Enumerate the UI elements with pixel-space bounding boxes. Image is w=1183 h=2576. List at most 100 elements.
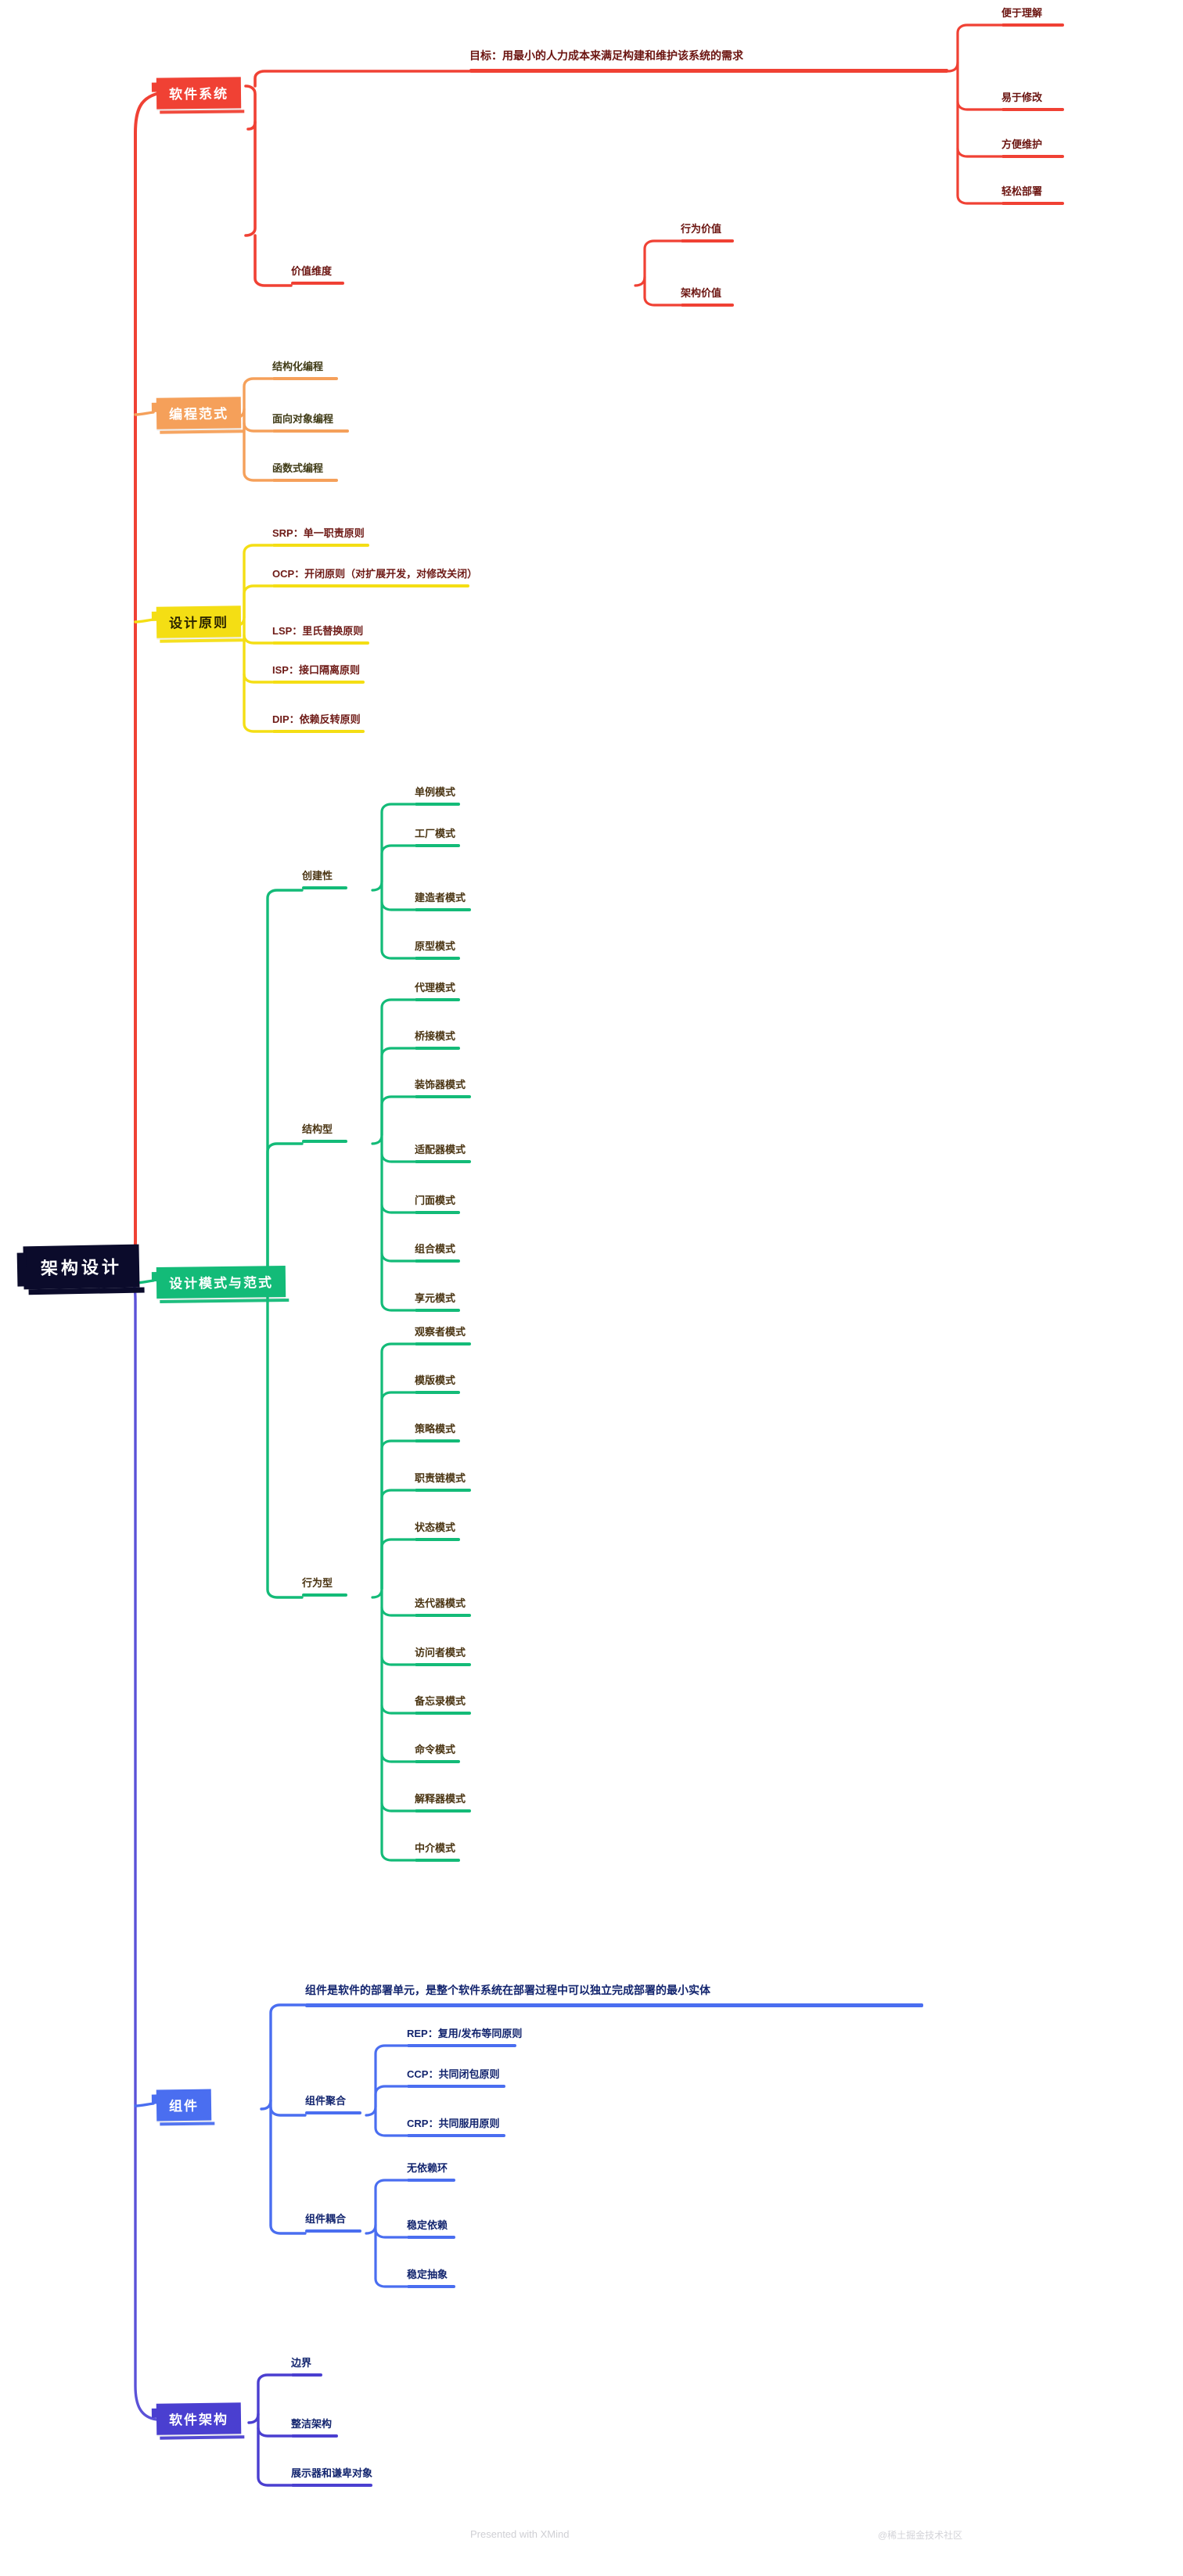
topic-structural[interactable]: 结构型 <box>302 1123 347 1143</box>
branch-design-principles[interactable]: 设计原则 <box>156 605 242 638</box>
underline <box>302 1140 347 1143</box>
leaf-label: 单例模式 <box>415 786 456 798</box>
branch-software-architecture[interactable]: 软件架构 <box>156 2402 242 2435</box>
leaf-label: 边界 <box>291 2357 312 2369</box>
leaf-label: 代理模式 <box>415 982 456 993</box>
leaf-rep[interactable]: REP：复用/发布等同原则 <box>407 2027 522 2047</box>
leaf-maintainable[interactable]: 方便维护 <box>1001 138 1064 158</box>
leaf-label: 架构价值 <box>681 287 722 299</box>
underline <box>415 1760 460 1763</box>
leaf-mediator[interactable]: 中介模式 <box>415 1841 460 1862</box>
leaf-structured-programming[interactable]: 结构化编程 <box>272 360 338 380</box>
leaf-facade[interactable]: 门面模式 <box>415 1194 460 1214</box>
leaf-clean-architecture[interactable]: 整洁架构 <box>291 2417 338 2438</box>
leaf-strategy[interactable]: 策略模式 <box>415 1422 460 1442</box>
topic-component-coupling[interactable]: 组件耦合 <box>305 2212 361 2233</box>
leaf-flyweight[interactable]: 享元模式 <box>415 1292 460 1312</box>
leaf-label: 模版模式 <box>415 1374 456 1386</box>
leaf-understandable[interactable]: 便于理解 <box>1001 6 1064 27</box>
branch-programming-paradigm[interactable]: 编程范式 <box>156 397 242 429</box>
leaf-chain-of-responsibility[interactable]: 职责链模式 <box>415 1471 471 1492</box>
leaf-interpreter[interactable]: 解释器模式 <box>415 1792 471 1813</box>
underline <box>305 2229 361 2233</box>
underline <box>415 957 460 960</box>
leaf-label: CRP：共同服用原则 <box>407 2118 500 2129</box>
leaf-command[interactable]: 命令模式 <box>415 1743 460 1763</box>
root-node[interactable]: 架构设计 <box>23 1244 140 1290</box>
topic-behavioral[interactable]: 行为型 <box>302 1576 347 1597</box>
leaf-isp[interactable]: ISP：接口隔离原则 <box>272 663 365 684</box>
underline <box>1001 155 1064 158</box>
leaf-presenter-humble-object[interactable]: 展示器和谦卑对象 <box>291 2466 372 2487</box>
leaf-label: DIP：依赖反转原则 <box>272 713 361 725</box>
leaf-label: 工厂模式 <box>415 828 456 839</box>
topic-label: 行为型 <box>302 1577 333 1589</box>
underline <box>272 641 369 645</box>
leaf-no-dependency-cycles[interactable]: 无依赖环 <box>407 2161 455 2182</box>
leaf-composite[interactable]: 组合模式 <box>415 1242 460 1263</box>
underline <box>415 1160 471 1163</box>
leaf-label: 状态模式 <box>415 1522 456 1533</box>
underline <box>415 1489 471 1492</box>
leaf-crp[interactable]: CRP：共同服用原则 <box>407 2117 505 2137</box>
leaf-label: 命令模式 <box>415 1744 456 1755</box>
leaf-label: 建造者模式 <box>415 892 466 904</box>
underline <box>291 2434 338 2438</box>
leaf-bridge[interactable]: 桥接模式 <box>415 1029 460 1050</box>
leaf-iterator[interactable]: 迭代器模式 <box>415 1597 471 1617</box>
topic-component-cohesion[interactable]: 组件聚合 <box>305 2094 361 2114</box>
branch-design-patterns[interactable]: 设计模式与范式 <box>156 1265 286 1299</box>
leaf-observer[interactable]: 观察者模式 <box>415 1325 471 1345</box>
leaf-factory[interactable]: 工厂模式 <box>415 827 460 847</box>
underline <box>415 1859 460 1862</box>
branch-software-system[interactable]: 软件系统 <box>156 77 242 110</box>
leaf-template[interactable]: 模版模式 <box>415 1374 460 1394</box>
leaf-ccp[interactable]: CCP：共同闭包原则 <box>407 2068 505 2088</box>
leaf-srp[interactable]: SRP：单一职责原则 <box>272 526 369 547</box>
branch-component[interactable]: 组件 <box>156 2089 212 2122</box>
underline <box>302 886 347 889</box>
leaf-label: 行为价值 <box>681 223 722 235</box>
leaf-behavior-value[interactable]: 行为价值 <box>681 222 734 243</box>
leaf-label: 稳定抽象 <box>407 2269 448 2280</box>
leaf-functional-programming[interactable]: 函数式编程 <box>272 462 338 482</box>
topic-creational[interactable]: 创建性 <box>302 869 347 889</box>
leaf-label: 方便维护 <box>1001 138 1043 150</box>
leaf-memento[interactable]: 备忘录模式 <box>415 1694 471 1715</box>
leaf-deployable[interactable]: 轻松部署 <box>1001 185 1064 205</box>
leaf-dip[interactable]: DIP：依赖反转原则 <box>272 713 365 733</box>
leaf-boundary[interactable]: 边界 <box>291 2356 322 2377</box>
leaf-label: ISP：接口隔离原则 <box>272 664 360 676</box>
leaf-modifiable[interactable]: 易于修改 <box>1001 91 1064 111</box>
underline <box>407 2236 455 2239</box>
leaf-label: 享元模式 <box>415 1292 456 1304</box>
underline <box>407 2085 505 2088</box>
leaf-stable-dependencies[interactable]: 稳定依赖 <box>407 2219 455 2239</box>
leaf-state[interactable]: 状态模式 <box>415 1521 460 1541</box>
leaf-stable-abstractions[interactable]: 稳定抽象 <box>407 2268 455 2288</box>
leaf-oop[interactable]: 面向对象编程 <box>272 412 349 433</box>
leaf-visitor[interactable]: 访问者模式 <box>415 1646 471 1666</box>
underline <box>272 377 338 380</box>
underline <box>415 1712 471 1715</box>
leaf-label: 观察者模式 <box>415 1326 466 1338</box>
leaf-architecture-value[interactable]: 架构价值 <box>681 286 734 307</box>
topic-value-dimension[interactable]: 价值维度 <box>291 264 344 285</box>
topic-goal[interactable]: 目标：用最小的人力成本来满足构建和维护该系统的需求 <box>469 49 948 73</box>
leaf-decorator[interactable]: 装饰器模式 <box>415 1078 471 1098</box>
underline <box>1001 202 1064 205</box>
leaf-label: 组合模式 <box>415 1243 456 1255</box>
topic-component-definition[interactable]: 组件是软件的部署单元，是整个软件系统在部署过程中可以独立完成部署的最小实体 <box>305 1984 923 2007</box>
leaf-singleton[interactable]: 单例模式 <box>415 785 460 806</box>
leaf-builder[interactable]: 建造者模式 <box>415 891 471 911</box>
leaf-label: SRP：单一职责原则 <box>272 527 365 539</box>
leaf-prototype[interactable]: 原型模式 <box>415 940 460 960</box>
leaf-proxy[interactable]: 代理模式 <box>415 981 460 1001</box>
underline <box>415 1439 460 1442</box>
leaf-lsp[interactable]: LSP：里氏替换原则 <box>272 624 369 645</box>
leaf-adapter[interactable]: 适配器模式 <box>415 1143 471 1163</box>
leaf-label: 访问者模式 <box>415 1647 466 1658</box>
leaf-label: 解释器模式 <box>415 1793 466 1805</box>
leaf-ocp[interactable]: OCP：开闭原则（对扩展开发，对修改关闭） <box>272 567 477 587</box>
leaf-label: 易于修改 <box>1001 92 1043 103</box>
